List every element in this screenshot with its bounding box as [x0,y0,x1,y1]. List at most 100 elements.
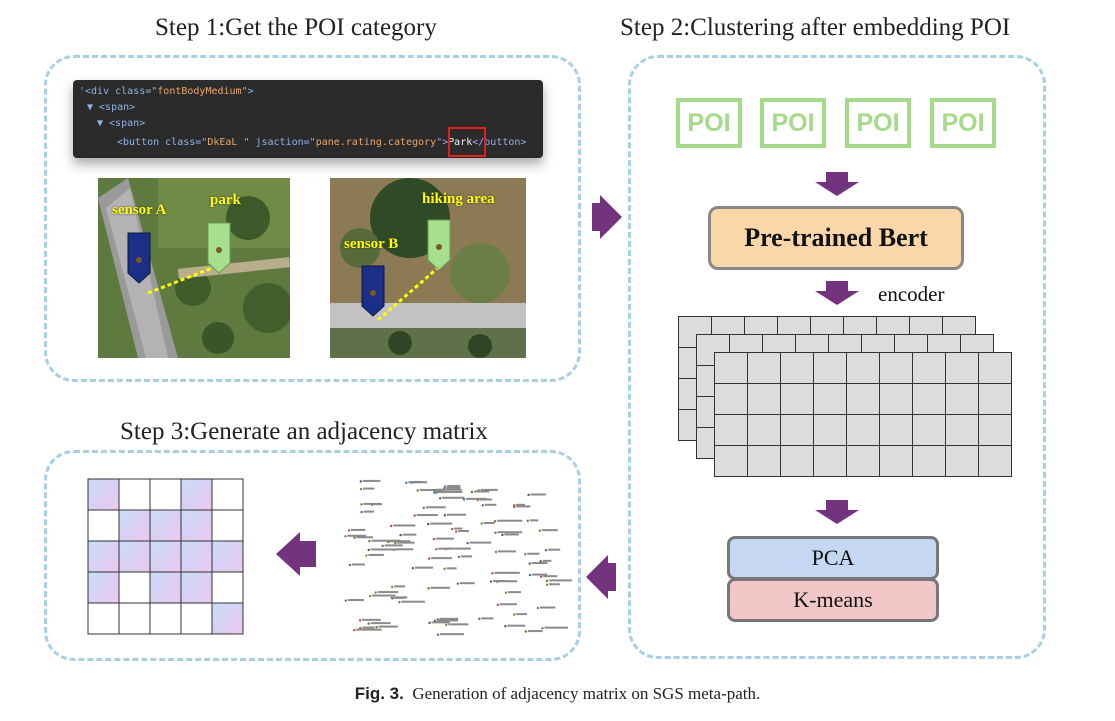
step1-panel [44,55,581,382]
scatter-point-label [516,613,527,616]
code-line4-open: <button class=" [117,137,208,148]
scatter-point [433,491,436,494]
scatter-point-label [541,529,558,532]
scatter-point-label [544,626,569,629]
scatter-point [368,540,371,543]
arrow-step2-to-step3-shaft [608,563,616,591]
scatter-point-label [507,591,521,594]
scatter-point [435,547,438,551]
poi-box-2: POI [760,98,826,148]
scatter-point-label [458,530,469,533]
scatter-point-label [347,534,366,537]
scatter-point [494,531,497,534]
matrix-cell [118,602,151,635]
scatter-point-label [480,488,498,491]
scatter-point [481,504,484,507]
scatter-point-label [414,566,434,569]
step2-title: Step 2:Clustering after embedding POI [620,14,1011,41]
embedding-cell [813,445,847,477]
embedding-cell [780,445,814,477]
sensor-b-label: sensor B [344,236,399,252]
scatter-point-label [447,484,461,487]
embedding-cell [846,383,880,415]
scatter-point [545,579,549,583]
down-arrow-3-icon [815,510,859,524]
code-category-text: Park [448,137,473,148]
scatter-point-label [347,599,364,602]
category-highlight-box [448,127,486,157]
scatter-point-label [473,490,490,493]
pca-box: PCA [727,536,939,580]
code-line2: ▼ <span> [87,102,136,113]
scatter-point [528,562,531,565]
poi-box-1: POI [676,98,742,148]
scatter-point [390,585,394,589]
scatter-point-label [539,606,556,609]
matrix-cell [211,540,244,573]
poi-box-4: POI [930,98,996,148]
scatter-point [538,529,542,532]
scatter-point [491,572,494,575]
embedding-cell [780,352,814,384]
aerial-image-right: sensor B hiking area [330,178,526,358]
scatter-point-label [431,557,452,560]
scatter-point-label [494,571,520,574]
embedding-cell [714,445,748,477]
code-line1-open: '<div class=" [79,86,158,97]
scatter-point [443,567,446,571]
embedding-cell [813,352,847,384]
scatter-point [413,514,416,517]
aerial-right-graphic [330,178,526,358]
scatter-point [438,497,442,500]
code-line4-gt: "> [436,137,449,148]
scatter-point [541,626,544,630]
scatter-point [353,536,356,539]
scatter-point-label [377,591,399,594]
scatter-point [427,522,430,526]
scatter-point-label [397,541,415,544]
embedding-cell [846,445,880,477]
matrix-cell [118,571,151,604]
poi-box-3: POI [845,98,911,148]
scatter-point-label [413,480,423,483]
matrix-cell [149,509,182,542]
scatter-point-label [378,625,398,628]
scatter-point-label [430,522,453,525]
scatter-point-label [370,622,391,625]
embedding-cell [747,445,781,477]
kmeans-box: K-means [727,578,939,622]
scatter-point-label [350,528,366,531]
encoder-label: encoder [878,282,945,306]
embedding-cell [912,383,946,415]
down-arrow-1-shaft [826,172,848,182]
embedding-cell [945,352,979,384]
scatter-point [470,490,474,494]
scatter-point [416,489,419,492]
scatter-point-label [447,547,471,550]
scatter-point [536,606,540,610]
scatter-point-label [425,506,446,509]
scatter-point-label [529,519,539,522]
matrix-cell [87,540,120,573]
scatter-point-label [396,548,414,551]
scatter-point [489,580,493,583]
embedding-cell [978,383,1012,415]
figure-label: Fig. 3. [354,684,404,703]
scatter-point [428,557,431,560]
embedding-cell [945,414,979,446]
scatter-point-label [497,531,523,534]
scatter-point-label [419,489,444,491]
scatter-point-label [549,583,560,586]
scatter-point-label [497,519,523,522]
scatter-point [359,626,362,630]
down-arrow-3-shaft [826,500,848,510]
embedding-cell [846,352,880,384]
scatter-point-label [484,503,497,506]
matrix-cell [87,478,120,511]
scatter-point-label [448,623,469,626]
scatter-point [367,622,370,625]
scatter-point-label [362,479,381,482]
arrow-scatter-to-matrix-shaft [300,541,316,567]
embedding-cell [714,383,748,415]
adjacency-matrix [87,478,244,635]
